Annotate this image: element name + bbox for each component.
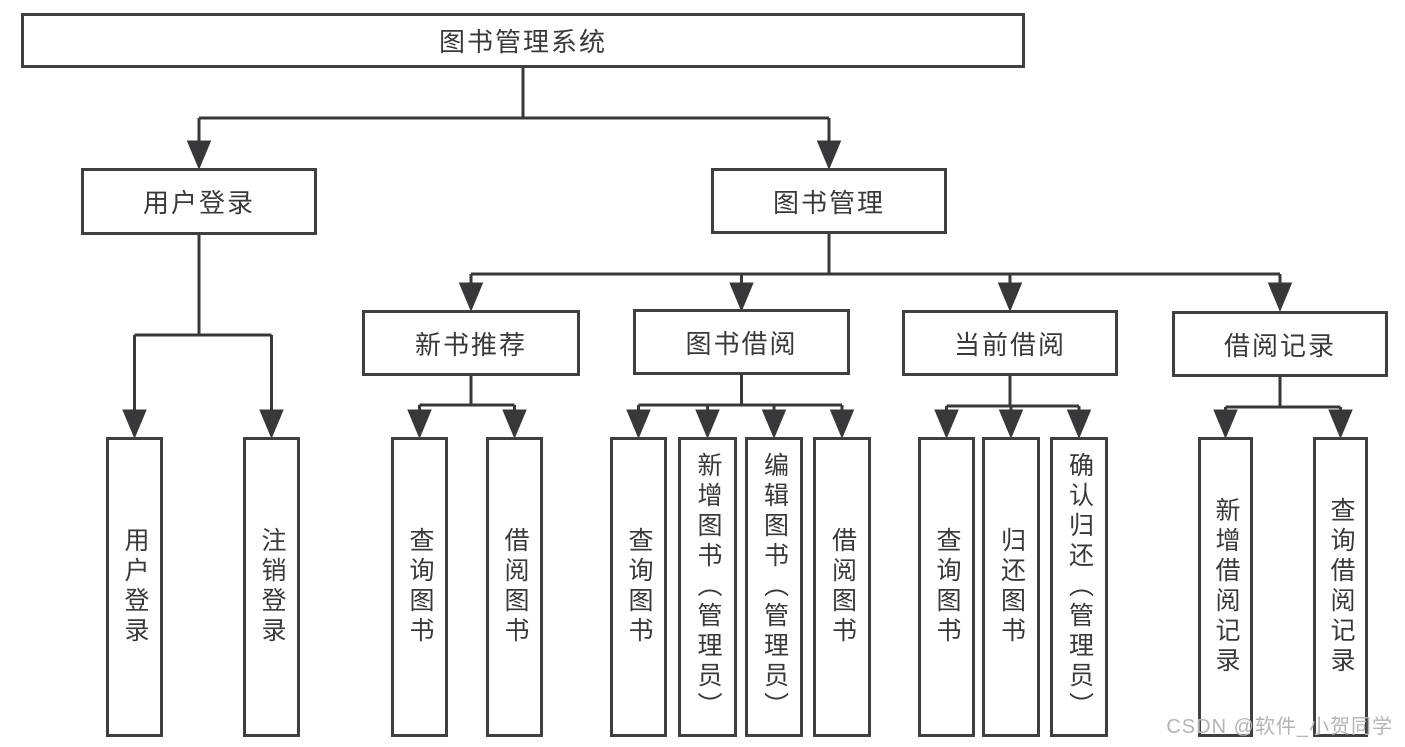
arrow-down-marker — [458, 282, 484, 312]
leaf-add-books-admin: 新增图书（管理员） — [678, 437, 737, 737]
arrow-down-marker — [829, 409, 855, 439]
leaf-query-books-current: 查询图书 — [918, 437, 975, 737]
node-label: 用户登录 — [121, 527, 149, 647]
node-borrowing-records: 借阅记录 — [1172, 311, 1388, 377]
connector-line — [133, 235, 273, 414]
leaf-borrow-books: 借阅图书 — [813, 437, 871, 737]
node-label: 图书管理 — [772, 187, 885, 218]
connector-line — [197, 68, 831, 144]
arrow-down-marker — [186, 140, 212, 170]
leaf-query-books-borrow: 查询图书 — [610, 437, 667, 737]
connector-line — [945, 376, 1081, 414]
connector-newbook-children — [407, 376, 527, 439]
node-label: 编辑图书（管理员） — [760, 452, 789, 722]
arrow-down-marker — [122, 409, 147, 439]
leaf-add-borrow-record: 新增借阅记录 — [1198, 437, 1253, 737]
node-label: 借阅图书 — [828, 527, 857, 647]
node-label: 新书推荐 — [414, 329, 527, 360]
connector-userlogin-children — [122, 235, 284, 439]
node-label: 查询借阅记录 — [1327, 497, 1355, 677]
connector-currentborrow-children — [934, 376, 1092, 439]
node-label: 图书管理系统 — [438, 27, 607, 57]
leaf-confirm-return-admin: 确认归还（管理员） — [1050, 437, 1108, 737]
connector-borrowrecord-children — [1213, 377, 1353, 439]
arrow-down-marker — [407, 409, 432, 439]
arrow-down-marker — [761, 409, 787, 439]
node-root-library-system: 图书管理系统 — [21, 13, 1025, 68]
node-label: 用户登录 — [142, 188, 255, 218]
node-label: 新增图书（管理员） — [694, 452, 722, 722]
arrow-down-marker — [1066, 409, 1092, 439]
node-label: 借阅图书 — [501, 527, 529, 647]
node-book-borrowing: 图书借阅 — [633, 309, 850, 375]
node-label: 注销登录 — [258, 527, 286, 647]
node-book-management: 图书管理 — [711, 168, 947, 234]
node-label: 新增借阅记录 — [1212, 497, 1240, 677]
node-label: 查询图书 — [933, 527, 961, 647]
connector-root-to-level2 — [186, 68, 842, 170]
arrow-down-marker — [729, 282, 754, 312]
node-label: 归还图书 — [997, 527, 1026, 647]
node-label: 当前借阅 — [953, 329, 1066, 360]
leaf-logout: 注销登录 — [243, 437, 300, 737]
leaf-borrow-books-recommend: 借阅图书 — [486, 437, 543, 737]
node-user-login: 用户登录 — [81, 168, 317, 235]
arrow-down-marker — [502, 409, 527, 439]
arrow-down-marker — [695, 409, 720, 439]
connector-line — [1224, 377, 1342, 414]
connector-line — [418, 376, 516, 414]
node-label: 查询图书 — [406, 527, 434, 647]
arrow-down-marker — [1267, 282, 1293, 312]
arrow-down-marker — [816, 140, 842, 170]
node-label: 确认归还（管理员） — [1065, 452, 1094, 722]
connector-line — [469, 234, 1282, 286]
node-current-borrowing: 当前借阅 — [902, 310, 1118, 376]
leaf-query-borrow-record: 查询借阅记录 — [1313, 437, 1368, 737]
arrow-down-marker — [1328, 409, 1353, 439]
node-label: 图书借阅 — [685, 328, 798, 359]
csdn-watermark: CSDN @软件_小贺同学 — [1166, 716, 1393, 738]
connector-line — [637, 375, 844, 414]
leaf-user-login: 用户登录 — [106, 437, 163, 737]
leaf-edit-books-admin: 编辑图书（管理员） — [745, 437, 803, 737]
connector-bookmgmt-to-level3 — [458, 234, 1293, 312]
arrow-down-marker — [259, 409, 284, 439]
node-label: 借阅记录 — [1223, 330, 1336, 361]
connector-bookborrow-children — [626, 375, 855, 439]
arrow-down-marker — [1213, 409, 1238, 439]
node-label: 查询图书 — [625, 527, 653, 647]
node-new-book-recommend: 新书推荐 — [362, 310, 580, 376]
arrow-down-marker — [626, 409, 651, 439]
leaf-return-books: 归还图书 — [982, 437, 1040, 737]
arrow-down-marker — [997, 282, 1023, 312]
arrow-down-marker — [934, 409, 959, 439]
leaf-query-books-recommend: 查询图书 — [391, 437, 448, 737]
arrow-down-marker — [998, 409, 1024, 439]
